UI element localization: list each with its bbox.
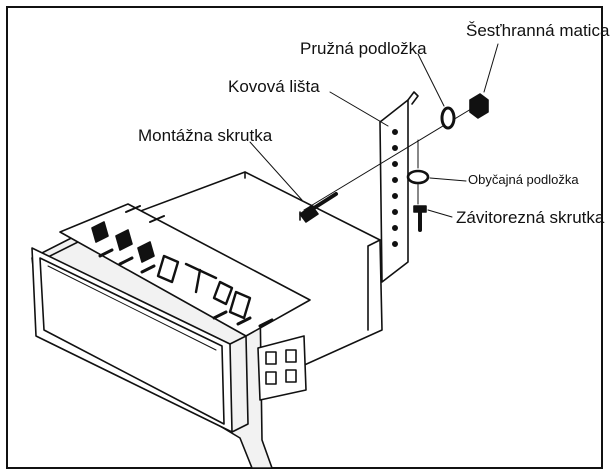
mounting-screw-part xyxy=(299,192,338,223)
spring-washer-label: Pružná podložka xyxy=(300,39,427,58)
sleeve-top-tabs xyxy=(59,203,311,337)
side-connectors xyxy=(257,335,307,401)
leader-lines xyxy=(249,43,499,218)
plain-washer-label: Obyčajná podložka xyxy=(468,172,579,187)
hex-nut-label: Šesťhranná matica xyxy=(466,21,610,40)
mounting-sleeve xyxy=(94,171,383,386)
unit-front-panel xyxy=(31,247,249,433)
metal-strip xyxy=(379,91,419,283)
plain-washer-part xyxy=(406,169,430,185)
spring-washer-part xyxy=(440,106,456,130)
mounting-screw-label: Montážna skrutka xyxy=(138,126,273,145)
tapping-screw-label: Závitorezná skrutka xyxy=(456,208,605,227)
metal-strip-label: Kovová lišta xyxy=(228,77,320,96)
hex-nut-part xyxy=(469,93,489,119)
tapping-screw-part xyxy=(413,205,427,232)
